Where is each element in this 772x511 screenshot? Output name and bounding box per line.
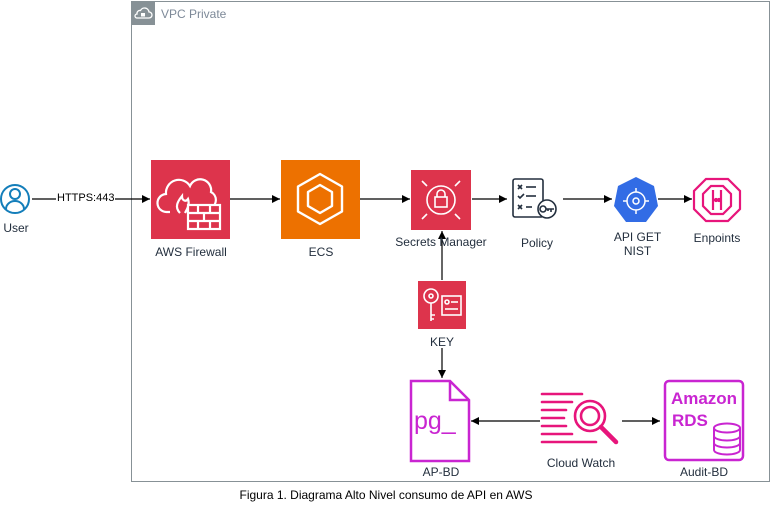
cloudwatch-icon: [540, 392, 619, 445]
key-label: KEY: [429, 335, 454, 349]
amazon-rds-icon: Amazon RDS: [663, 379, 745, 462]
apbd-label: AP-BD: [422, 465, 460, 479]
ecs-icon: [281, 160, 360, 239]
key-icon: [418, 281, 466, 329]
policy-icon: [512, 178, 557, 219]
vpc-title: VPC Private: [161, 7, 227, 21]
secrets-manager-icon: [411, 170, 471, 230]
cloud-lock-icon: [134, 7, 153, 19]
ecs-label: ECS: [308, 245, 334, 259]
api-label-line1: API GET: [613, 230, 662, 244]
postgres-icon-text: pg_: [414, 407, 457, 435]
secrets-manager-label: Secrets Manager: [395, 235, 487, 249]
postgres-database-icon: pg_: [409, 379, 471, 463]
figure-caption: Figura 1. Diagrama Alto Nivel consumo de…: [239, 488, 533, 502]
cloudwatch-label: Cloud Watch: [546, 456, 616, 470]
user-label: User: [3, 221, 29, 235]
endpoints-label: Enpoints: [693, 231, 741, 245]
api-label-line2: NIST: [623, 244, 652, 258]
edge-label-https: HTTPS:443: [56, 192, 116, 205]
kubernetes-api-icon: [614, 177, 658, 222]
policy-label: Policy: [520, 236, 553, 250]
auditbd-label: Audit-BD: [679, 465, 729, 479]
user-icon: [0, 184, 30, 214]
firewall-label: AWS Firewall: [155, 245, 227, 259]
svg-text:Amazon: Amazon: [671, 389, 737, 408]
vpc-container: [131, 1, 770, 482]
svg-text:RDS: RDS: [672, 411, 708, 430]
firewall-icon: [151, 160, 230, 239]
endpoints-icon: [692, 177, 742, 223]
